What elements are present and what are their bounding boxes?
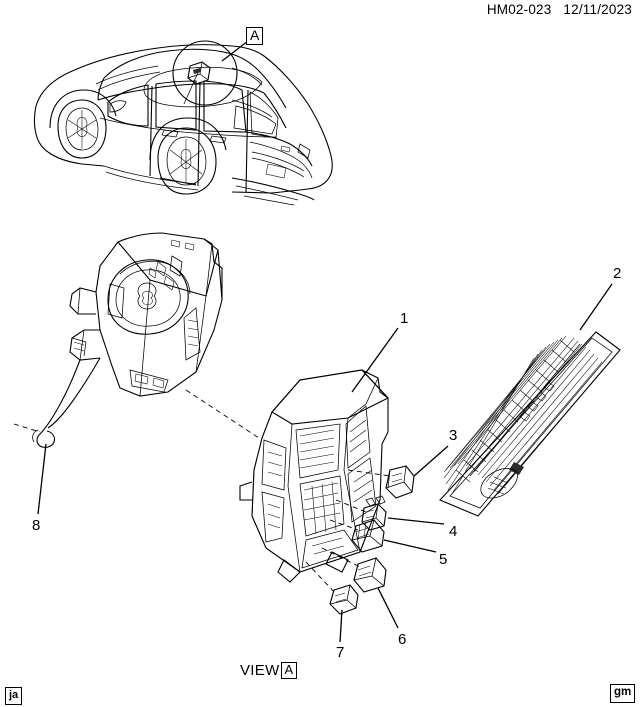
view-label: VIEW A (240, 662, 298, 679)
block-to-connector-7 (305, 561, 337, 595)
leader-7 (339, 609, 343, 643)
callout-number-2: 2 (613, 265, 622, 282)
callout-number-6: 6 (398, 631, 407, 648)
block-to-connector-5 (329, 519, 359, 531)
view-label-word: VIEW (240, 662, 280, 679)
connector-7 (329, 584, 359, 615)
module-to-block-dashed-leader (185, 389, 263, 441)
leader-1 (351, 327, 399, 393)
leader-3 (413, 445, 449, 477)
leader-4 (387, 517, 445, 525)
sunroof-motor-module (69, 232, 223, 397)
callout-number-7: 7 (336, 644, 345, 661)
view-label-letter: A (280, 662, 298, 679)
cover-panel (439, 331, 621, 517)
block-to-connector-6 (321, 547, 363, 569)
callout-number-1: 1 (400, 310, 409, 327)
fuse-relay-block (239, 369, 389, 583)
leader-2 (579, 283, 613, 331)
callout-number-5: 5 (439, 551, 448, 568)
callout-a-leader (221, 40, 249, 62)
leader-6 (377, 587, 399, 629)
header-doc-info: HM02-023 12/11/2023 (487, 2, 632, 17)
wire-harness-grommet (13, 357, 101, 448)
callout-number-4: 4 (449, 523, 458, 540)
leader-8 (37, 443, 47, 515)
header-date: 12/11/2023 (563, 2, 632, 17)
block-to-connector-3 (347, 469, 391, 477)
connector-4 (361, 495, 387, 531)
leader-5 (383, 539, 437, 553)
header-doc-number: HM02-023 (486, 2, 552, 17)
callout-number-3: 3 (449, 427, 458, 444)
connector-6 (353, 557, 387, 593)
connector-3 (385, 465, 415, 499)
connector-5 (351, 519, 385, 553)
gm-logo-tag: gm (610, 684, 636, 703)
drawing-code-tag: ja (5, 687, 23, 705)
callout-a-label: A (246, 27, 264, 45)
callout-a-box: A (246, 27, 264, 45)
vehicle-illustration (33, 40, 333, 206)
callout-number-8: 8 (32, 517, 41, 534)
